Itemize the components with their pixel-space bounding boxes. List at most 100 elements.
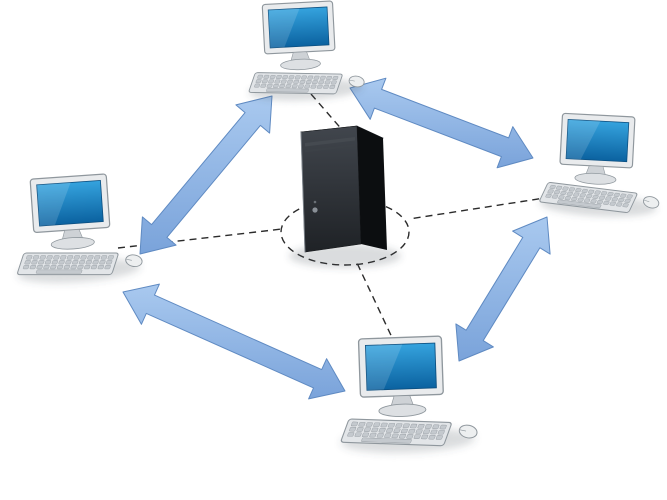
key: [66, 255, 74, 260]
key: [424, 424, 432, 429]
key: [282, 75, 289, 80]
key: [594, 190, 601, 195]
key: [46, 255, 53, 260]
mouse-body: [458, 424, 478, 439]
key: [104, 265, 111, 270]
key: [307, 75, 314, 80]
key: [70, 265, 77, 270]
key: [254, 83, 261, 88]
server-tower: [289, 125, 401, 268]
spacebar: [557, 199, 602, 209]
key: [266, 83, 273, 88]
key: [566, 191, 574, 196]
key: [323, 84, 329, 89]
arrow-client-top-client-right: [349, 77, 534, 169]
spacebar: [266, 88, 309, 93]
key: [92, 260, 99, 265]
key: [406, 434, 414, 439]
server-drive-bay: [305, 144, 355, 153]
key: [564, 196, 571, 201]
key: [24, 260, 31, 265]
key: [408, 428, 416, 434]
key: [329, 84, 336, 89]
key: [32, 255, 40, 260]
key: [43, 265, 50, 270]
key: [391, 433, 399, 439]
key: [255, 79, 262, 84]
dashed-link-client-bottom-server: [356, 262, 397, 347]
key: [347, 432, 355, 437]
key: [428, 434, 436, 440]
key: [583, 198, 591, 203]
key: [585, 194, 593, 199]
key: [299, 80, 306, 84]
screen-glare: [268, 8, 300, 48]
key: [398, 433, 406, 439]
key: [607, 192, 614, 197]
key: [78, 260, 86, 265]
key: [58, 260, 65, 265]
key: [294, 75, 301, 80]
key: [365, 422, 373, 427]
key: [318, 80, 325, 85]
key: [288, 75, 295, 80]
key: [417, 424, 425, 429]
dashed-link-client-top-server: [310, 93, 345, 133]
key: [371, 427, 379, 433]
key: [22, 265, 30, 270]
spacebar: [361, 437, 412, 444]
key: [562, 186, 569, 191]
mouse-body: [643, 196, 660, 209]
key: [573, 192, 580, 197]
keyboard: [248, 72, 343, 95]
mouse-body: [125, 254, 143, 268]
key: [579, 193, 586, 198]
key: [600, 191, 608, 196]
arrow-client-right-client-bottom: [455, 216, 551, 362]
key: [413, 434, 421, 439]
mouse-button-split: [126, 259, 132, 261]
key: [326, 76, 333, 80]
key: [590, 199, 597, 204]
key: [354, 432, 362, 437]
key: [553, 190, 561, 195]
key: [260, 83, 267, 88]
key: [363, 427, 371, 432]
key: [611, 197, 618, 202]
server-side-face: [357, 126, 387, 250]
key: [358, 421, 366, 427]
key: [44, 260, 52, 265]
key: [305, 80, 312, 84]
key: [319, 75, 326, 80]
key: [437, 429, 445, 435]
key: [369, 432, 377, 438]
key: [50, 265, 57, 270]
key: [269, 75, 276, 79]
key: [395, 423, 403, 428]
key: [605, 196, 612, 201]
key: [393, 428, 401, 433]
key: [598, 195, 606, 200]
monitor-base: [574, 172, 617, 185]
key: [275, 75, 282, 79]
key: [596, 200, 604, 205]
key: [613, 192, 621, 197]
monitor-screen: [364, 342, 437, 391]
key: [571, 196, 578, 202]
key: [581, 188, 588, 194]
key: [430, 429, 438, 435]
key: [80, 255, 87, 260]
key: [293, 79, 300, 84]
key: [313, 75, 320, 80]
key: [549, 184, 556, 190]
key: [351, 421, 359, 427]
dashed-link-client-right-server: [408, 196, 552, 220]
key: [592, 194, 599, 199]
screen-glare: [566, 119, 601, 160]
key: [555, 185, 563, 190]
key: [415, 429, 423, 434]
monitor-screen: [36, 180, 104, 227]
key: [279, 84, 286, 88]
key: [616, 202, 623, 207]
key: [39, 255, 46, 260]
